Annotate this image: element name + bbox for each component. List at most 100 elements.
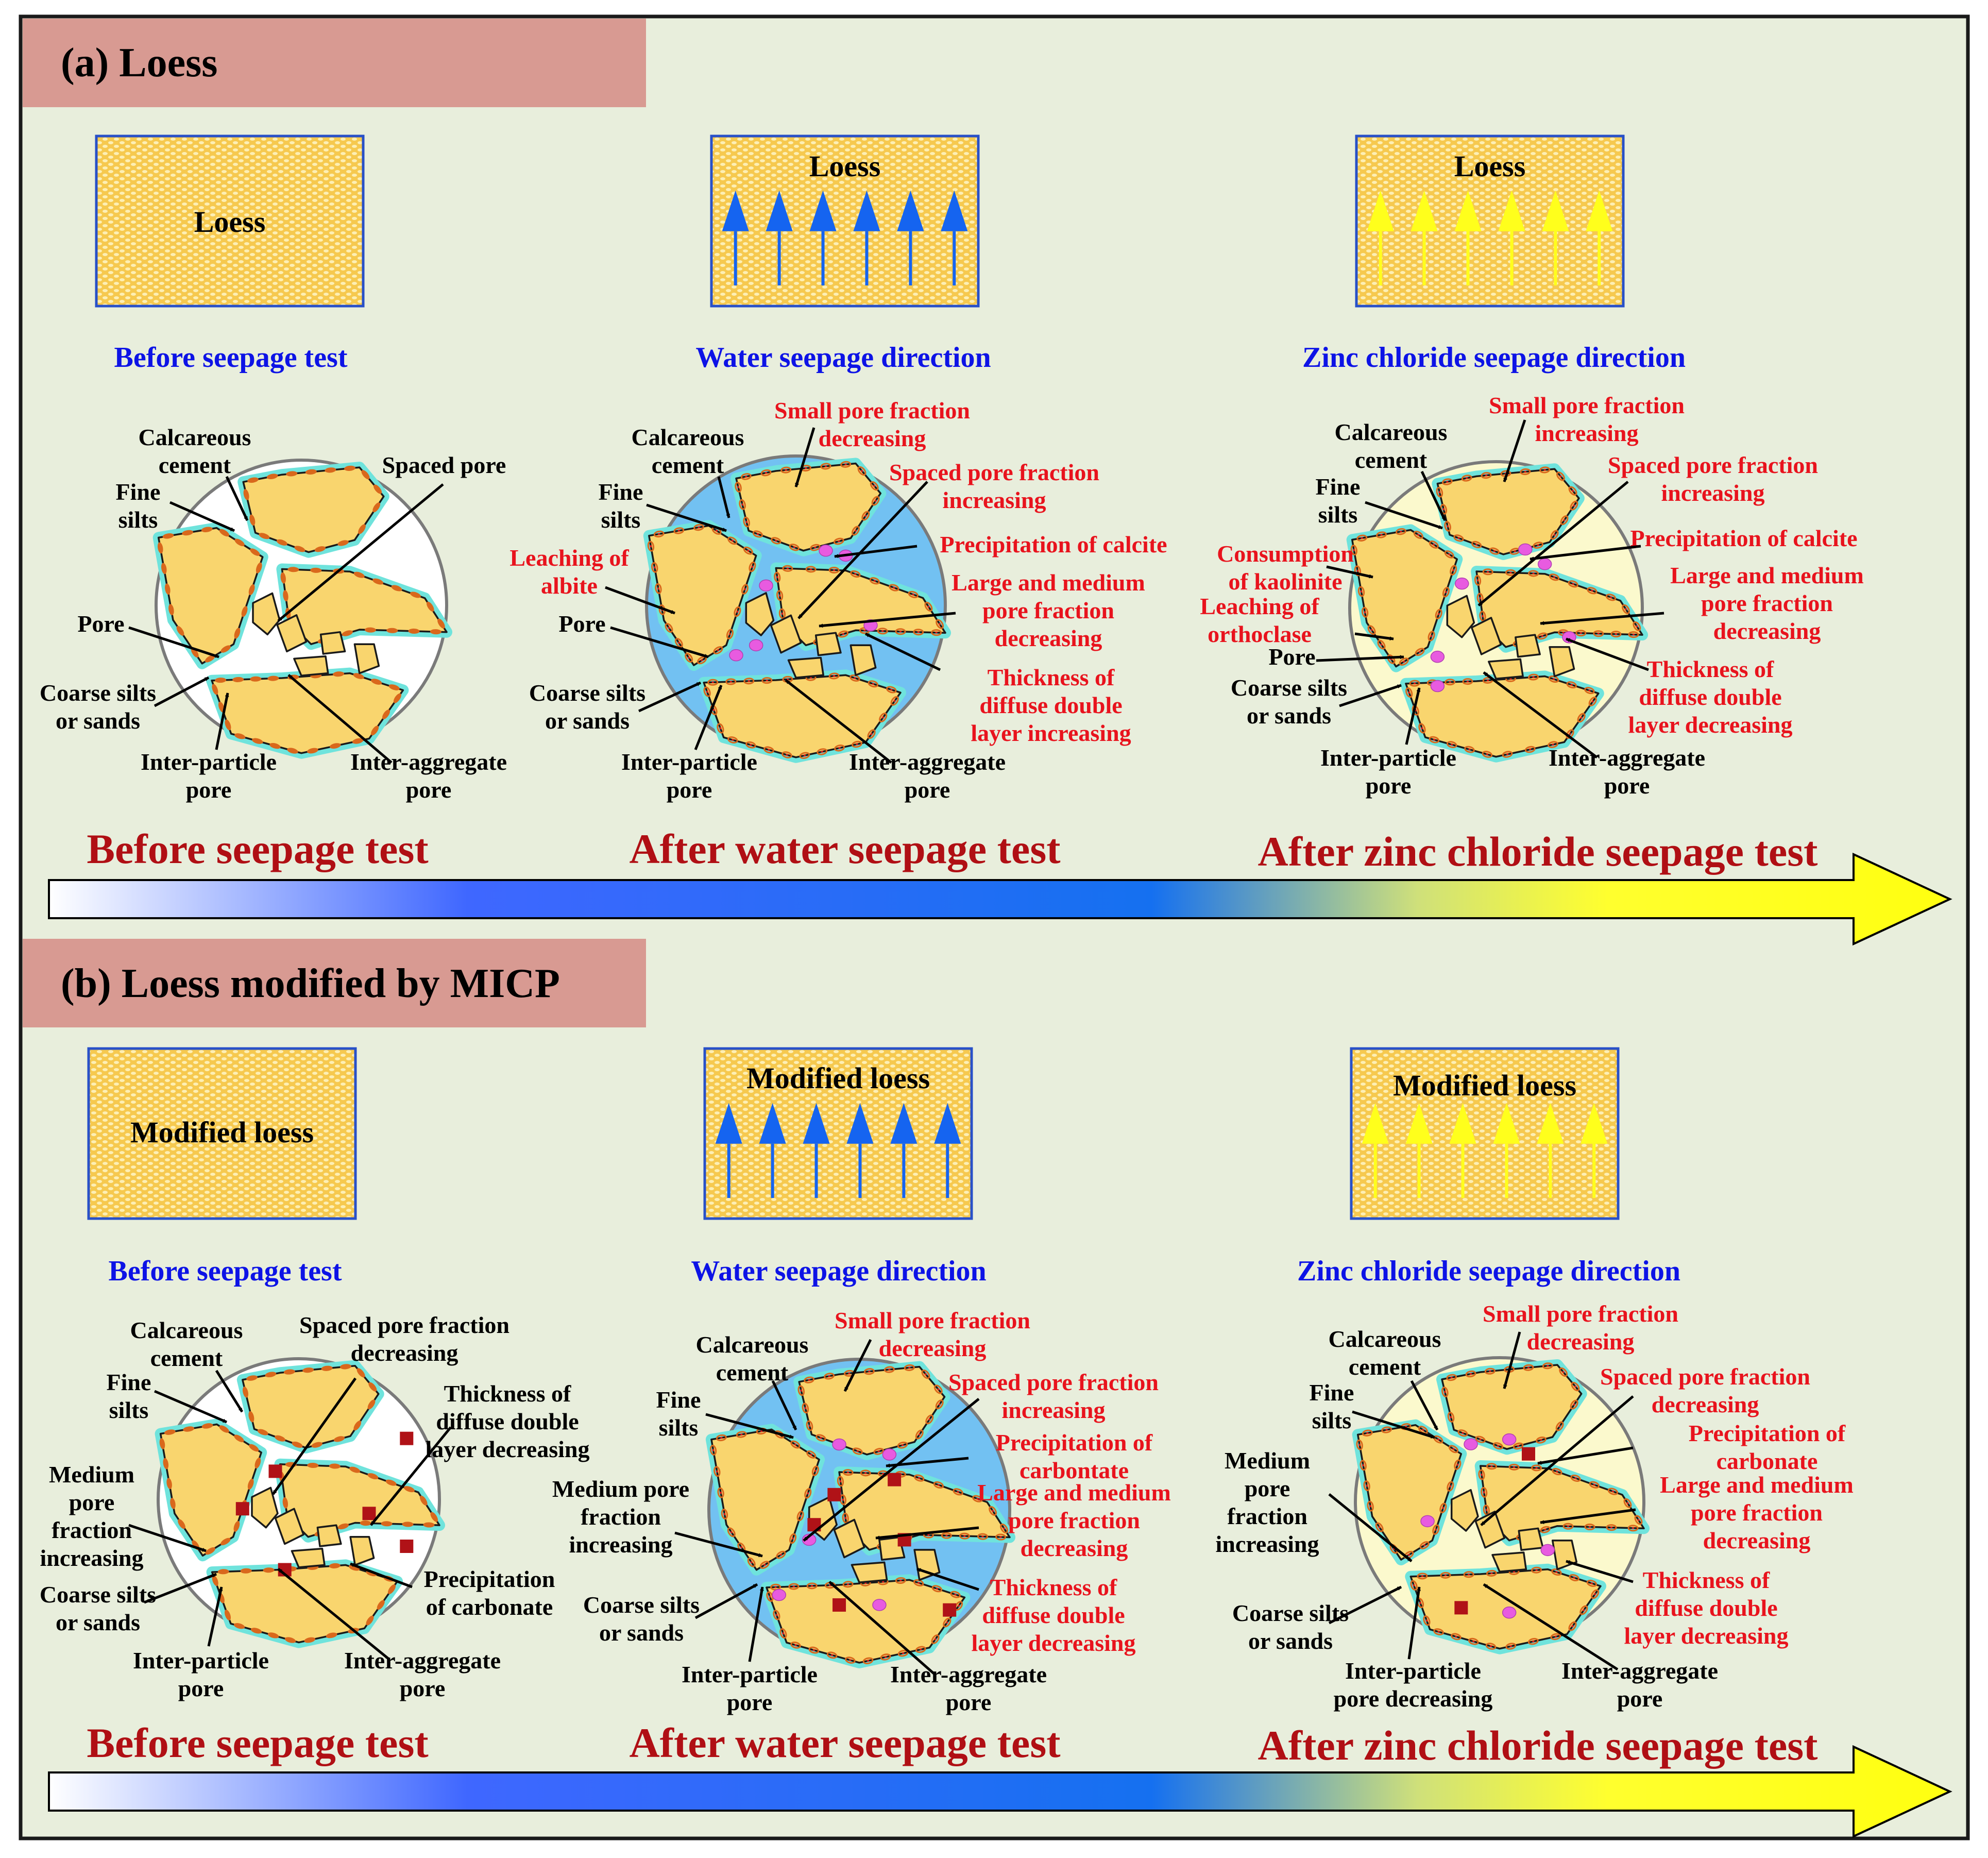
label-calcareous-cement: cement [652, 452, 724, 478]
label-thickness-ddl: Thickness of [444, 1380, 571, 1407]
soil-particle [851, 1561, 888, 1583]
leader-arrow [694, 685, 723, 750]
soil-particle [319, 631, 346, 655]
leader-arrow [748, 1586, 764, 1662]
label-precipitation-carbonate: Precipitation [424, 1566, 555, 1592]
label-inter-aggregate-pore: pore [400, 1675, 446, 1701]
leader-arrow [215, 692, 229, 750]
carbonate-precipitate [362, 1507, 376, 1521]
leader-arrow [638, 681, 702, 713]
label-spaced-pore-fraction: Spaced pore fraction [1600, 1363, 1810, 1390]
leader-arrow [277, 1568, 390, 1660]
stage-before-seepage: Before seepage test [87, 1719, 428, 1766]
soil-particle [1470, 617, 1502, 655]
label-fine-silts: silts [1318, 501, 1358, 528]
label-thickness-ddl: diffuse double [1635, 1595, 1777, 1621]
section-a-title: (a) Loess [61, 40, 217, 86]
leader-arrow [646, 503, 727, 532]
label-inter-particle-pore: pore [667, 776, 712, 803]
leader-arrow [169, 501, 235, 532]
soil-particle [349, 1536, 375, 1566]
leader-arrow [843, 1339, 872, 1392]
leader-arrow [154, 1390, 227, 1424]
label-spaced-pore-fraction: Spaced pore fraction [1608, 452, 1818, 478]
sample-box-a1: Loess [95, 134, 365, 308]
label-calcareous-cement: Calcareous [632, 424, 744, 450]
label-coarse-silts: Coarse silts [583, 1592, 700, 1618]
leader-arrow [271, 1377, 357, 1495]
label-calcareous-cement: cement [1349, 1354, 1421, 1380]
label-calcareous-cement: cement [159, 452, 231, 478]
soil-particle [787, 656, 824, 679]
leader-arrow [1503, 1331, 1521, 1389]
leader-arrow [705, 1413, 794, 1439]
caption-before-seepage: Before seepage test [108, 1255, 342, 1287]
arrow-head-icon [809, 190, 837, 231]
label-precipitation-carbontate: carbontate [1020, 1457, 1129, 1483]
label-large-medium-pore: pore fraction [1691, 1499, 1823, 1526]
pore-panel-a1 [152, 459, 452, 759]
label-calcareous-cement: Calcareous [130, 1317, 243, 1343]
label-medium-pore-fraction: fraction [1227, 1503, 1307, 1529]
pore-panel-a3 [1346, 460, 1648, 763]
label-medium-pore-fraction: fraction [581, 1504, 661, 1530]
label-leaching-albite: Leaching of [509, 545, 629, 571]
label-medium-pore-fraction: Medium [49, 1461, 134, 1488]
leader-arrow [350, 1562, 413, 1589]
label-pore: Pore [77, 611, 124, 637]
section-b-title: (b) Loess modified by MICP [61, 961, 560, 1006]
leader-arrow [1328, 1493, 1413, 1562]
label-precipitation-calcite: Precipitation of calcite [940, 531, 1167, 558]
leader-arrow [694, 1583, 758, 1619]
label-thickness-ddl: layer increasing [971, 720, 1131, 746]
label-fine-silts: silts [109, 1397, 149, 1423]
soil-particle [1446, 595, 1475, 638]
label-medium-pore-fraction: increasing [1215, 1531, 1319, 1557]
soil-particle [770, 614, 802, 654]
calcite-precipitate [832, 1438, 846, 1451]
arrow-head-icon [1498, 190, 1525, 231]
label-leaching-orthoclase: orthoclase [1208, 621, 1312, 647]
arrow-head-icon [759, 1103, 786, 1144]
pore-panel-b3 [1352, 1356, 1650, 1654]
label-small-pore-fraction: Small pore fraction [774, 397, 970, 424]
soil-sample-box [1350, 1047, 1620, 1220]
label-large-medium-pore: pore fraction [1008, 1507, 1140, 1533]
stage-before-seepage: Before seepage test [87, 825, 428, 872]
label-inter-aggregate-pore: Inter-aggregate [1561, 1658, 1718, 1684]
soil-particle [1491, 1551, 1527, 1573]
leader-arrow [610, 626, 709, 658]
label-inter-particle-pore: pore decreasing [1334, 1685, 1493, 1712]
leader-arrow [154, 676, 210, 707]
label-large-medium-pore: decreasing [995, 625, 1102, 651]
leader-arrow [1339, 684, 1402, 707]
sample-box-label: Modified loess [1393, 1069, 1576, 1102]
calcite-precipitate [872, 1599, 887, 1611]
carbonate-precipitate [268, 1464, 282, 1478]
sample-box-a2: Loess [710, 134, 980, 308]
label-coarse-silts: Coarse silts [40, 1581, 156, 1608]
label-inter-aggregate-pore: Inter-aggregate [890, 1661, 1047, 1687]
leader-arrow [1407, 1586, 1421, 1660]
soil-sample-box [703, 1047, 973, 1220]
arrow-head-icon [846, 1103, 874, 1144]
label-inter-aggregate-pore: Inter-aggregate [849, 749, 1006, 775]
label-coarse-silts: or sands [599, 1619, 684, 1646]
sample-box-label: Loess [809, 149, 881, 183]
label-fine-silts: Fine [656, 1387, 701, 1413]
leader-arrow [1540, 612, 1664, 626]
leader-arrow [1566, 1560, 1634, 1583]
leader-arrow [875, 1526, 979, 1540]
leader-arrow [1530, 545, 1641, 561]
label-spaced-pore-fraction: Spaced pore fraction [948, 1369, 1159, 1395]
label-large-medium-pore: Large and medium [977, 1479, 1171, 1506]
soil-particle [274, 1508, 304, 1545]
sample-box-b3: Modified loess [1350, 1047, 1620, 1220]
leader-arrow [1365, 501, 1443, 530]
leader-arrow [1328, 1585, 1402, 1625]
label-consumption-kaolinite: of kaolinite [1228, 568, 1342, 595]
leader-arrow [1483, 671, 1598, 758]
soil-particle [1549, 646, 1575, 678]
sample-box-b2: Modified loess [703, 1047, 973, 1220]
soil-sample-box [710, 134, 980, 308]
